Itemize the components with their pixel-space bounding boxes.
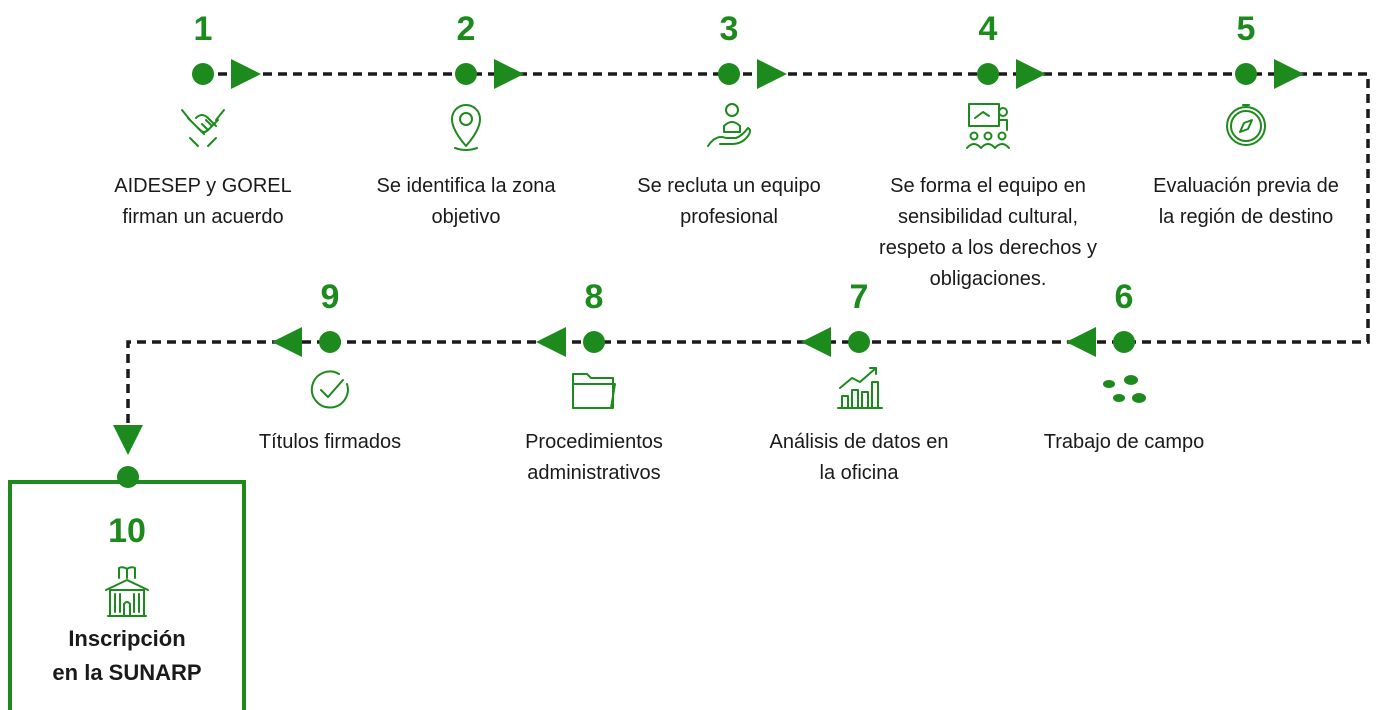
step-dot-3 (718, 63, 740, 85)
step-dot-2 (455, 63, 477, 85)
step-dot-7 (848, 331, 870, 353)
step-number-1: 1 (193, 10, 213, 48)
arrow-right-icon (1016, 59, 1046, 89)
label-line: la región de destino (1158, 206, 1334, 228)
label-line: Se recluta un equipo (637, 175, 821, 197)
step-number-6: 6 (1114, 278, 1134, 316)
footprints-icon (1097, 362, 1151, 416)
arrow-left-icon (536, 327, 566, 357)
step-label-6: Trabajo de campo (1004, 427, 1244, 458)
step-number-4: 4 (978, 10, 998, 48)
label-line: obligaciones. (929, 268, 1047, 290)
step-number-7: 7 (849, 278, 869, 316)
handshake-icon (176, 98, 230, 152)
arrow-right-icon (494, 59, 524, 89)
step-dot-8 (583, 331, 605, 353)
compass-icon (1219, 98, 1273, 152)
step-number-3: 3 (719, 10, 739, 48)
step-label-4: Se forma el equipo en sensibilidad cultur… (868, 171, 1108, 295)
label-line: administrativos (527, 462, 661, 484)
step-number-8: 8 (584, 278, 604, 316)
training-presentation-icon (961, 98, 1015, 152)
step-label-9: Títulos firmados (210, 427, 450, 458)
location-pin-icon (439, 98, 493, 152)
label-line: en la SUNARP (52, 660, 202, 685)
step-dot-9 (319, 331, 341, 353)
label-line: respeto a los derechos y (879, 237, 1097, 259)
step-number-2: 2 (456, 10, 476, 48)
step-label-3: Se recluta un equipo profesional (609, 171, 849, 233)
folder-icon (567, 362, 621, 416)
label-line: Análisis de datos en (769, 431, 949, 453)
step-label-1: AIDESEP y GOREL firman un acuerdo (83, 171, 323, 233)
step-dot-6 (1113, 331, 1135, 353)
step-label-2: Se identifica la zona objetivo (346, 171, 586, 233)
label-line: Trabajo de campo (1043, 431, 1205, 453)
step-label-5: Evaluación previa de la región de destino (1126, 171, 1366, 233)
label-line: la oficina (819, 462, 899, 484)
step-dot-1 (192, 63, 214, 85)
step-number-9: 9 (320, 278, 340, 316)
bar-chart-trend-icon (832, 362, 886, 416)
label-line: Inscripción (68, 626, 186, 651)
label-line: AIDESEP y GOREL (114, 175, 292, 197)
arrow-right-icon (231, 59, 261, 89)
label-line: objetivo (431, 206, 501, 228)
step-dot-4 (977, 63, 999, 85)
recruit-person-hand-icon (702, 98, 756, 152)
label-line: firman un acuerdo (122, 206, 284, 228)
arrow-down-icon (113, 425, 143, 455)
final-step-box: 10 Inscripción en la SUNARP (8, 480, 246, 710)
arrow-right-icon (1274, 59, 1304, 89)
label-line: Se identifica la zona (376, 175, 556, 197)
arrow-right-icon (757, 59, 787, 89)
step-number-10: 10 (108, 512, 146, 550)
label-line: Se forma el equipo en (890, 175, 1086, 197)
arrow-left-icon (801, 327, 831, 357)
label-line: Evaluación previa de (1153, 175, 1339, 197)
label-line: Procedimientos (525, 431, 663, 453)
step-label-8: Procedimientos administrativos (474, 427, 714, 489)
step-label-10: Inscripción en la SUNARP (12, 622, 242, 690)
registry-building-icon (100, 564, 154, 618)
step-number-5: 5 (1236, 10, 1256, 48)
step-dot-5 (1235, 63, 1257, 85)
label-line: Títulos firmados (258, 431, 402, 453)
arrow-left-icon (272, 327, 302, 357)
label-line: profesional (680, 206, 778, 228)
label-line: sensibilidad cultural, (897, 206, 1079, 228)
check-circle-icon (303, 362, 357, 416)
step-label-7: Análisis de datos en la oficina (739, 427, 979, 489)
arrow-left-icon (1066, 327, 1096, 357)
